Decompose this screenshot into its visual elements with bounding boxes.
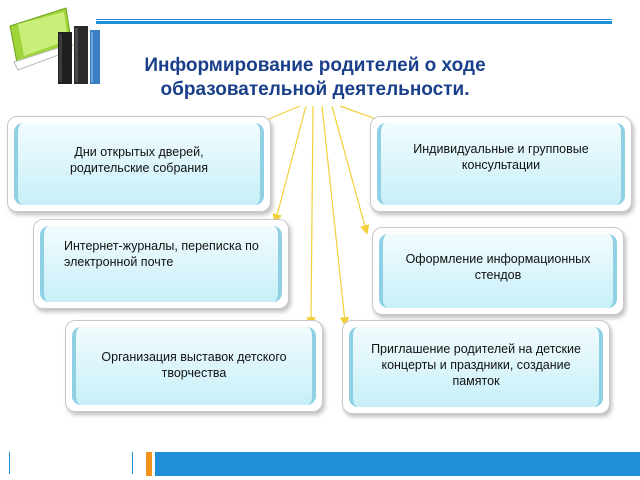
card-stands: Оформление информационных стендов (372, 227, 624, 315)
card-exhibitions-text: Организация выставок детского творчества (101, 350, 287, 380)
card-open-days: Дни открытых дверей, родительские собран… (7, 116, 271, 212)
arrow-to-exhibitions (306, 105, 316, 327)
page-title: Информирование родителей о ходе образова… (144, 55, 486, 100)
card-consultations-text: Индивидуальные и групповые консультации (413, 142, 589, 172)
card-exhibitions: Организация выставок детского творчества (65, 320, 323, 412)
arrow-to-internet-journals (272, 105, 307, 224)
card-invitations: Приглашение родителей на детские концерт… (342, 320, 610, 414)
footer-accent-blue (155, 452, 640, 476)
footer-divider-left (9, 452, 10, 474)
footer-bar (0, 452, 640, 480)
books-icon (9, 7, 100, 84)
card-invitations-text: Приглашение родителей на детские концерт… (371, 342, 581, 388)
footer-accent-orange (146, 452, 152, 476)
card-consultations: Индивидуальные и групповые консультации (370, 116, 632, 212)
card-internet-journals-text: Интернет-журналы, переписка по электронн… (64, 239, 259, 269)
arrow-to-stands (331, 105, 370, 235)
footer-divider-middle (132, 452, 133, 474)
header-rule-thick (96, 21, 612, 24)
card-internet-journals: Интернет-журналы, переписка по электронн… (33, 219, 289, 309)
header-rule-thin (96, 19, 612, 20)
arrow-to-invitations (321, 105, 350, 327)
card-stands-text: Оформление информационных стендов (405, 252, 591, 282)
card-open-days-text: Дни открытых дверей, родительские собран… (69, 145, 209, 175)
